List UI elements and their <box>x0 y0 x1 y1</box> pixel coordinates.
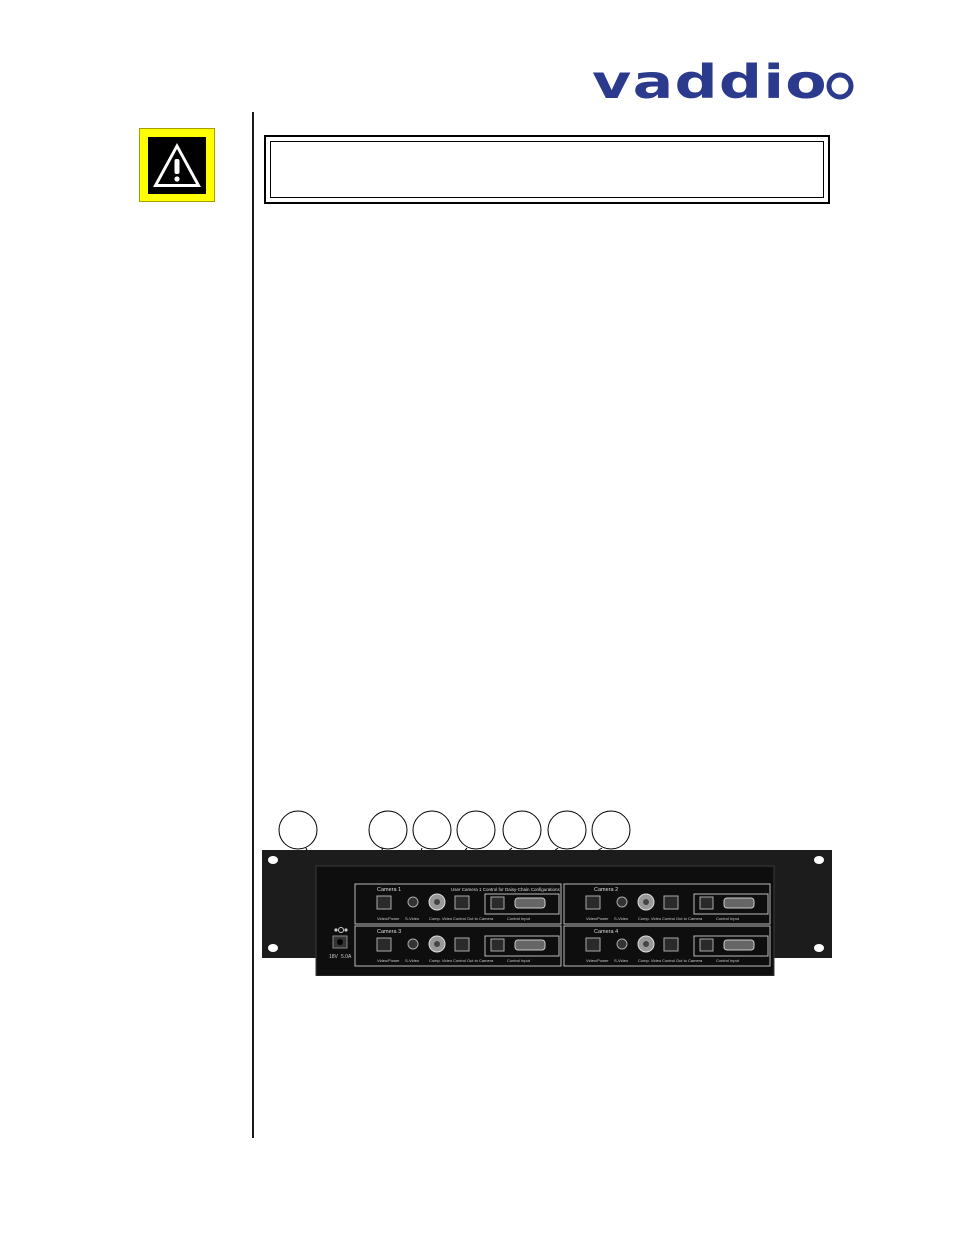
port-label: Control Input <box>507 916 531 921</box>
port-label: Video/Power <box>586 916 609 921</box>
port-label: Control Input <box>716 958 740 963</box>
rear-panel-photo: 18V 5.0A Camera 1 User Camera 1 Control … <box>262 810 832 976</box>
logo-wordmark: vaddio <box>592 62 828 106</box>
camera-module-2: Camera 2 Video/Power S-Video Comp. Video… <box>563 883 771 925</box>
port-label: Comp. Video <box>429 916 453 921</box>
callout-1 <box>278 810 318 850</box>
port-label: Comp. Video <box>638 958 662 963</box>
callout-7 <box>591 810 631 850</box>
margin-rule <box>252 112 254 1138</box>
port-label: S-Video <box>405 958 420 963</box>
port-label: Video/Power <box>377 958 400 963</box>
port-label: S-Video <box>614 916 629 921</box>
port-label: S-Video <box>405 916 420 921</box>
port-label: Control Input <box>507 958 531 963</box>
port-label: Comp. Video <box>429 958 453 963</box>
warning-triangle-icon <box>148 137 206 194</box>
port-label: Control Out to Camera <box>662 958 703 963</box>
power-label-voltage: 18V <box>329 954 339 960</box>
vaddio-logo: vaddio <box>592 62 854 106</box>
callout-4 <box>456 810 496 850</box>
port-label: Video/Power <box>377 916 400 921</box>
camera-module-4: Camera 4 Video/Power S-Video Comp. Video… <box>563 925 771 967</box>
callout-3 <box>412 810 452 850</box>
module-title: Camera 2 <box>594 887 618 893</box>
warning-badge <box>139 128 215 202</box>
port-label: Control Out to Camera <box>453 958 494 963</box>
module-title: Camera 1 <box>377 887 401 893</box>
port-label: Control Out to Camera <box>662 916 703 921</box>
camera-module-1: Camera 1 User Camera 1 Control for Daisy… <box>354 883 562 925</box>
camera-module-3: Camera 3 Video/Power S-Video Comp. Video… <box>354 925 562 967</box>
port-label: Video/Power <box>586 958 609 963</box>
notice-box-inner <box>270 141 824 198</box>
callout-2 <box>368 810 408 850</box>
notice-box <box>264 135 830 204</box>
callouts <box>278 810 631 927</box>
module-title: Camera 3 <box>377 929 401 935</box>
port-label: S-Video <box>614 958 629 963</box>
module-header: User Camera 1 Control for Daisy-Chain Co… <box>451 887 561 892</box>
callout-5 <box>502 810 542 850</box>
port-label: Comp. Video <box>638 916 662 921</box>
power-label-current: 5.0A <box>341 954 352 960</box>
power-input: 18V 5.0A <box>329 927 352 960</box>
callout-6 <box>547 810 587 850</box>
port-label: Control Input <box>716 916 740 921</box>
port-label: Control Out to Camera <box>453 916 494 921</box>
module-title: Camera 4 <box>594 929 618 935</box>
